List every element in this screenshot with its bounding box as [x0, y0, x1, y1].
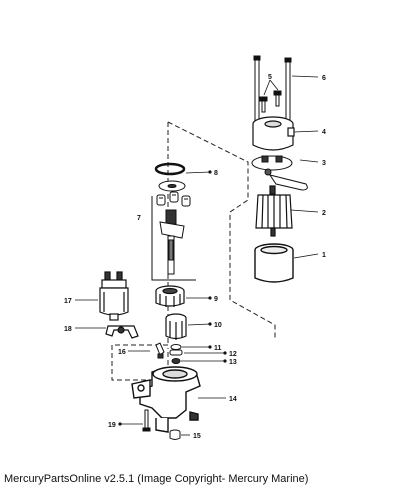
- callout-12: 12: [229, 351, 237, 358]
- callout-7: 7: [137, 215, 141, 222]
- callout-6: 6: [322, 75, 326, 82]
- callout-13: 13: [229, 359, 237, 366]
- armature: [255, 185, 293, 237]
- end-cap: [252, 116, 295, 151]
- callout-dots: [118, 170, 227, 426]
- callout-10: 10: [214, 322, 222, 329]
- collar-12: [169, 349, 183, 356]
- bolt-19: [142, 409, 151, 432]
- callout-17: 17: [64, 298, 72, 305]
- callout-8: 8: [214, 170, 218, 177]
- callout-1: 1: [322, 252, 326, 259]
- callout-5: 5: [268, 74, 272, 81]
- callout-15: 15: [193, 433, 201, 440]
- planetary-gears: [156, 191, 191, 207]
- screws: [259, 90, 282, 113]
- callout-3: 3: [322, 160, 326, 167]
- callout-4: 4: [322, 129, 326, 136]
- callout-9: 9: [214, 296, 218, 303]
- callout-18: 18: [64, 326, 72, 333]
- callout-leaders: [75, 75, 319, 436]
- screws-leader-lines: [263, 79, 279, 96]
- clutch-ring: [155, 285, 185, 307]
- washer: [158, 180, 186, 192]
- lever-16: [155, 342, 165, 359]
- callout-16: 16: [118, 349, 126, 356]
- shift-fork: [105, 325, 139, 339]
- solenoid: [99, 271, 129, 321]
- assembly-guide-lines: [111, 121, 276, 400]
- drive-shaft: [159, 209, 185, 275]
- callout-11: 11: [214, 345, 222, 352]
- callout-labels: 1 2 3 4 5 6 7 8 9 10 11 12 13 14 15 16 1…: [64, 74, 326, 440]
- callout-2: 2: [322, 210, 326, 217]
- image-caption: MercuryPartsOnline v2.5.1 (Image Copyrig…: [4, 473, 309, 485]
- snap-ring: [154, 162, 186, 176]
- bracket-7: [151, 196, 196, 281]
- drive-housing: [131, 366, 201, 433]
- ring-13: [171, 358, 181, 364]
- brush-plate: [251, 155, 308, 191]
- pinion-drive: [165, 313, 187, 340]
- frame-housing: [254, 243, 294, 283]
- bushing-15: [169, 429, 181, 440]
- callout-14: 14: [229, 396, 237, 403]
- callout-19: 19: [108, 422, 116, 429]
- retainer-11: [170, 344, 182, 350]
